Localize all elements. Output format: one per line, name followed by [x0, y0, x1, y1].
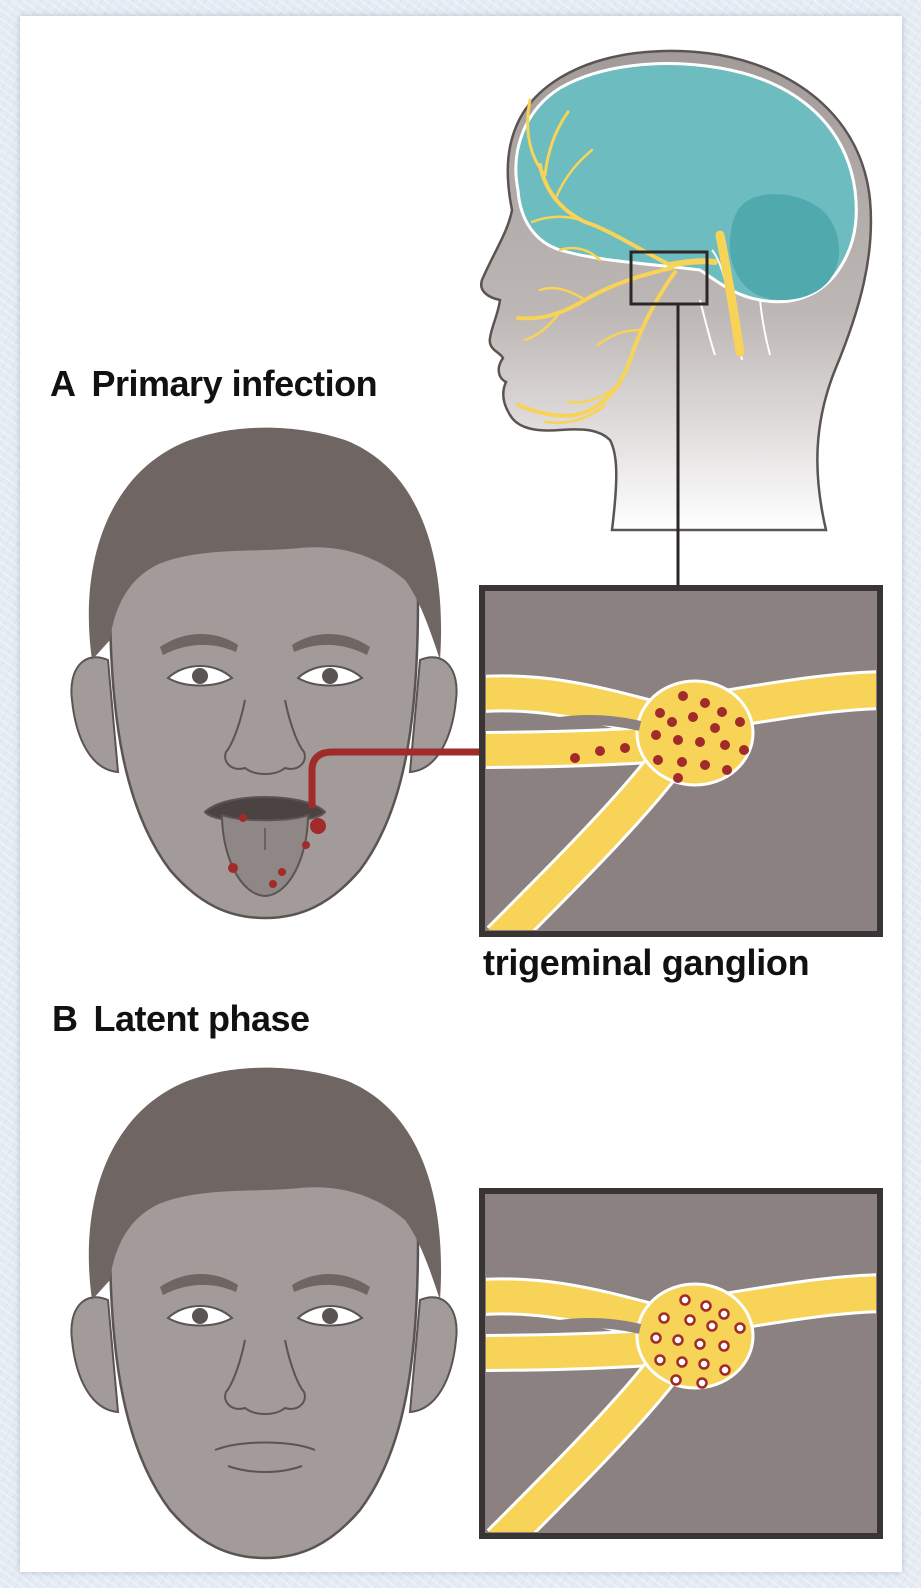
- section-b-letter: B: [52, 998, 78, 1039]
- ganglion-inset-primary: [470, 588, 890, 940]
- pupil-left-b: [192, 1308, 208, 1324]
- section-a-title: Primary infection: [92, 363, 378, 404]
- ganglion-caption: trigeminal ganglion: [483, 942, 809, 984]
- pupil-right-b: [322, 1308, 338, 1324]
- inset-a-notch: [560, 720, 640, 726]
- section-b-title: Latent phase: [94, 998, 310, 1039]
- ear-left-b: [71, 1297, 118, 1412]
- section-b-label: B Latent phase: [52, 998, 310, 1040]
- face-latent-phase: [71, 1068, 456, 1558]
- head-profile: [481, 51, 871, 588]
- ganglion-inset-latent: [470, 1191, 890, 1543]
- inset-b-notch: [560, 1323, 640, 1329]
- pupil-left: [192, 668, 208, 684]
- section-a-label: A Primary infection: [50, 363, 377, 405]
- pupil-right: [322, 668, 338, 684]
- section-a-letter: A: [50, 363, 76, 404]
- ear-left: [71, 657, 118, 772]
